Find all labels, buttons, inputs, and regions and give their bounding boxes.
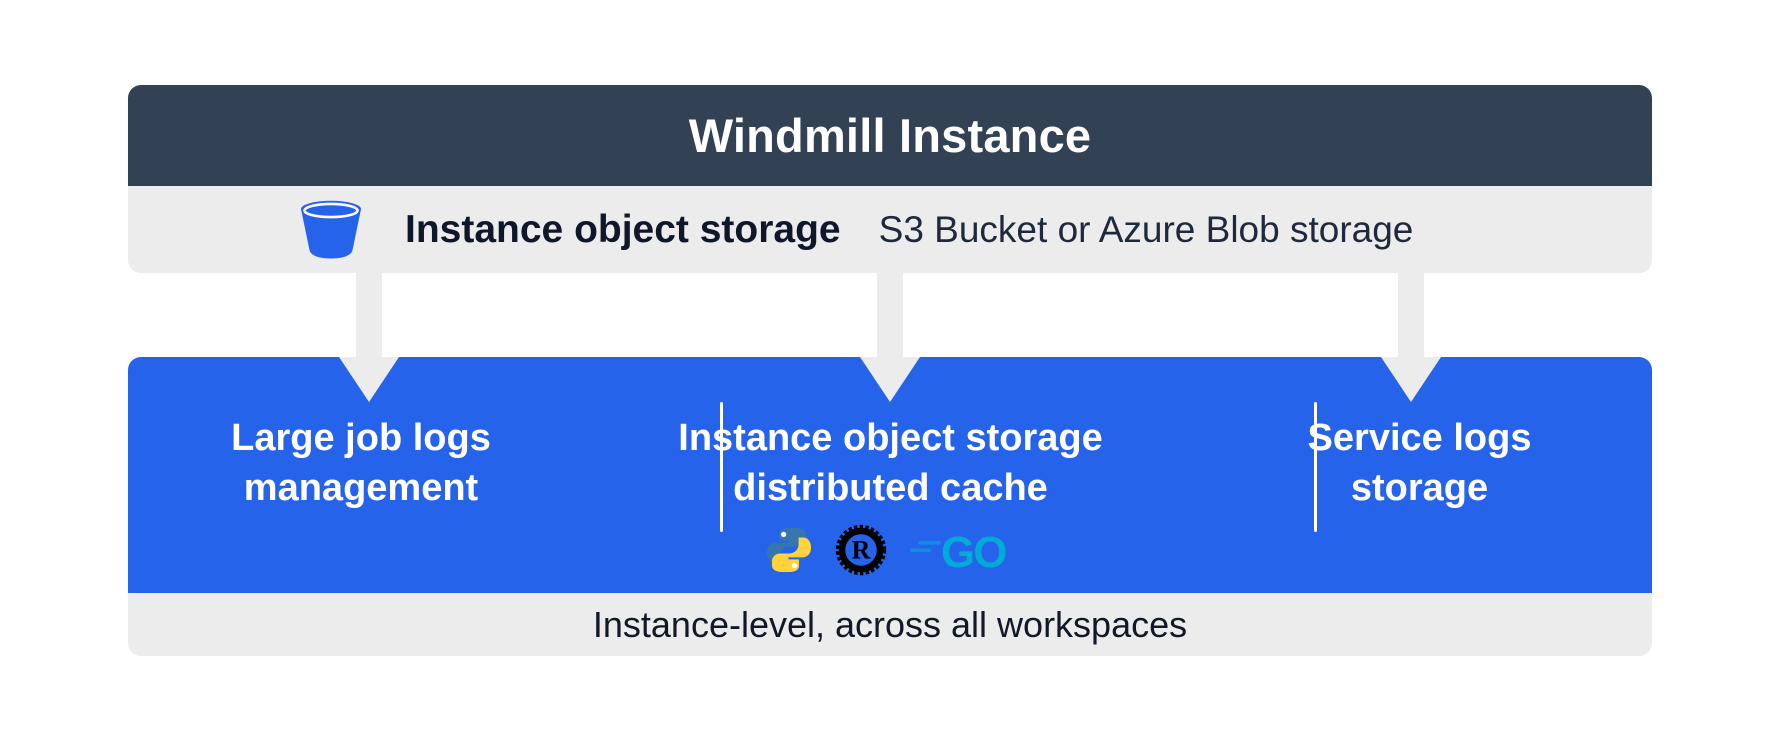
- instance-storage-panel: Windmill Instance Instance object storag…: [128, 85, 1652, 273]
- panel-header: Windmill Instance: [128, 85, 1652, 186]
- panel-title: Windmill Instance: [688, 109, 1092, 162]
- object-storage-label: Instance object storage: [405, 207, 841, 251]
- use-title-line: management: [243, 467, 479, 509]
- scope-footer: Instance-level, across all workspaces: [128, 593, 1652, 656]
- object-storage-row: Instance object storage S3 Bucket or Azu…: [128, 186, 1652, 273]
- use-title-line: Instance object storage: [678, 417, 1103, 459]
- use-service-logs: Service logs storage: [1187, 413, 1652, 513]
- scope-footer-label: Instance-level, across all workspaces: [592, 603, 1188, 645]
- svg-text:GO: GO: [941, 528, 1006, 576]
- column-divider: [720, 402, 723, 532]
- use-large-job-logs: Large job logs management: [128, 413, 594, 513]
- use-title-line: distributed cache: [733, 467, 1048, 509]
- down-arrow-center: [860, 272, 920, 402]
- down-arrow-left: [339, 272, 399, 402]
- rust-icon: R: [835, 524, 886, 576]
- svg-text:R: R: [851, 536, 870, 565]
- object-storage-detail: S3 Bucket or Azure Blob storage: [878, 208, 1414, 250]
- bucket-icon: [301, 200, 361, 258]
- language-icons-row: R GO: [594, 524, 1187, 576]
- go-icon: GO: [909, 528, 1008, 576]
- use-title-line: Large job logs: [231, 417, 491, 459]
- down-arrow-right: [1381, 272, 1441, 402]
- use-title-line: Service logs: [1307, 417, 1532, 459]
- use-title-line: storage: [1350, 467, 1489, 509]
- column-divider: [1314, 402, 1317, 532]
- use-distributed-cache: Instance object storage distributed cach…: [594, 413, 1187, 576]
- python-icon: [766, 528, 811, 572]
